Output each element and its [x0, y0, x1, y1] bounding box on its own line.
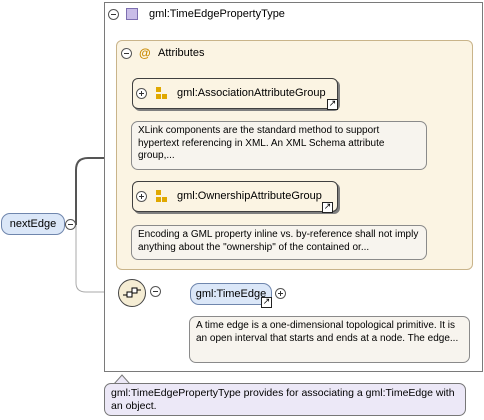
- timeedge-expand-button[interactable]: [275, 288, 286, 299]
- link-arrow-icon[interactable]: ↗: [261, 297, 272, 308]
- association-group-description: XLink components are the standard method…: [131, 121, 427, 170]
- ownership-group-name: gml:OwnershipAttributeGroup: [177, 190, 322, 202]
- sequence-compositor-icon[interactable]: [118, 279, 146, 307]
- element-timeedge[interactable]: gml:TimeEdge: [190, 283, 272, 305]
- attribute-group-icon: [155, 86, 169, 101]
- complex-type-icon: [126, 8, 138, 20]
- complex-type-name: gml:TimeEdgePropertyType: [149, 8, 285, 20]
- attribute-at-icon: @: [139, 46, 151, 60]
- attributes-collapse-button[interactable]: [121, 48, 132, 59]
- root-element-label: nextEdge: [9, 218, 57, 230]
- association-group-name: gml:AssociationAttributeGroup: [177, 87, 326, 99]
- root-element-nextedge[interactable]: nextEdge: [1, 213, 65, 235]
- link-arrow-icon[interactable]: ↗: [327, 99, 338, 110]
- callout-pointer: [113, 374, 131, 384]
- attribute-group-icon: [155, 189, 169, 204]
- attributes-title: Attributes: [158, 47, 205, 59]
- link-arrow-icon[interactable]: ↗: [322, 202, 333, 213]
- timeedge-description: A time edge is a one-dimensional topolog…: [189, 316, 470, 363]
- ownership-group-expand-button[interactable]: [136, 191, 147, 202]
- connector-to-type: [75, 157, 104, 225]
- type-description: gml:TimeEdgePropertyType provides for as…: [104, 383, 466, 416]
- attribute-group-ownership[interactable]: [132, 181, 338, 212]
- attribute-group-association[interactable]: [132, 78, 338, 109]
- sequence-collapse-button[interactable]: [150, 286, 161, 297]
- ownership-group-description: Encoding a GML property inline vs. by-re…: [131, 225, 427, 260]
- root-collapse-button[interactable]: [65, 219, 76, 230]
- association-group-expand-button[interactable]: [136, 88, 147, 99]
- type-collapse-button[interactable]: [108, 9, 119, 20]
- timeedge-label: gml:TimeEdge: [195, 288, 267, 300]
